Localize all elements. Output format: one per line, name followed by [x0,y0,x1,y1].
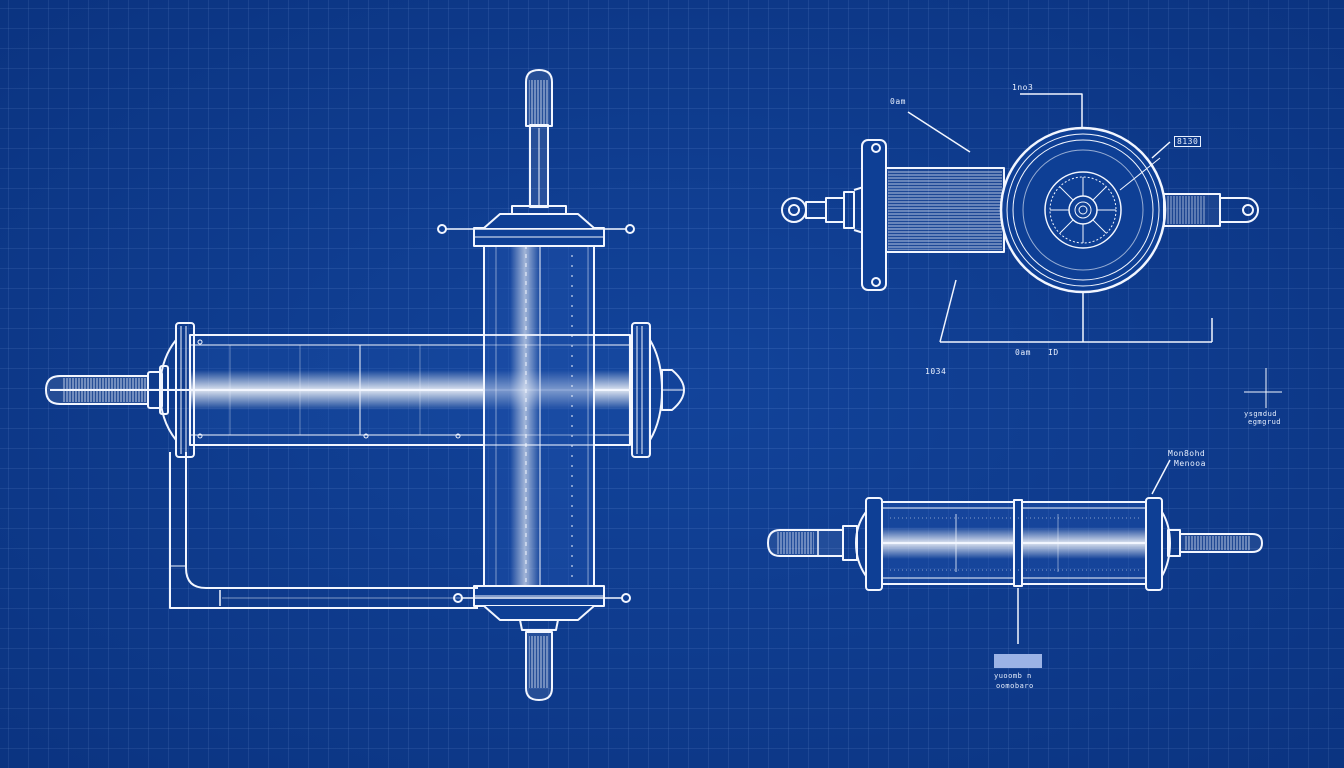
label-dim-right: ID [1048,348,1059,357]
label-dim-left: 0am [1015,348,1031,357]
label-top-view-left: 0am [890,97,906,106]
top-view-motor [781,93,1282,408]
label-side-note: 1034 [925,367,947,376]
label-cylinder-note-2: Menooa [1174,459,1206,468]
legend-swatch [994,654,1042,668]
bracket-pipe [169,452,478,609]
label-corner-note-1: ysgmdud [1244,410,1278,418]
side-view-cylinder [767,459,1263,644]
label-top-view-right: 8130 [1174,136,1202,147]
legend-line-2: oomobaro [996,682,1034,690]
legend-line-1: yuoomb n [994,672,1032,680]
label-corner-note-2: egmgrud [1248,418,1282,426]
vertical-cylinder [437,69,635,701]
label-cylinder-note-1: Mon8ohd [1168,449,1206,458]
label-top-view-center: 1no3 [1012,83,1034,92]
